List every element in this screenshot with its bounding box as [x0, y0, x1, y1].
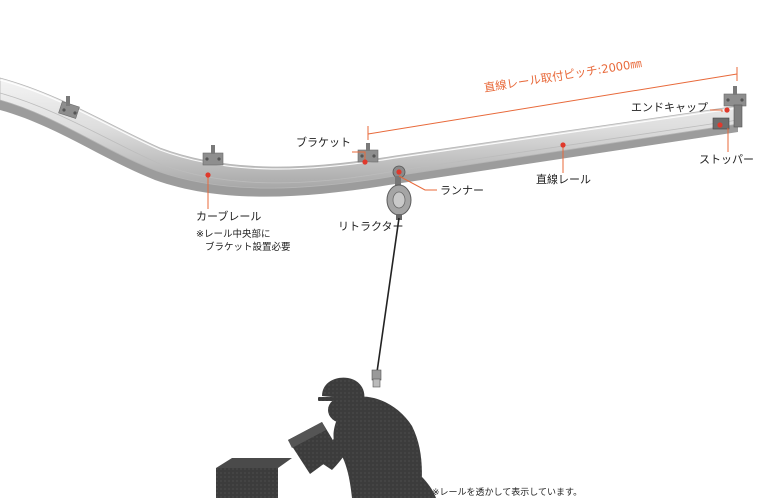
footnote: ※レールを透かして表示しています。: [432, 488, 583, 498]
rail: [0, 77, 739, 197]
bracket-3: [357, 143, 379, 163]
runner-label: ランナー: [440, 184, 484, 197]
bracket-1: [58, 96, 80, 119]
leader-lines: [207, 67, 738, 209]
hook: [371, 369, 382, 388]
worker-silhouette: [318, 377, 436, 498]
stopper-label: ストッパー: [699, 153, 754, 166]
straight-rail-label: 直線レール: [536, 173, 591, 186]
end-cap-label: エンドキャップ: [631, 101, 708, 114]
end-cap: [733, 104, 743, 128]
curve-rail-label: カーブレール: [196, 210, 262, 223]
bracket-label: ブラケット: [296, 136, 351, 149]
bracket-2: [202, 145, 224, 166]
box-left: [216, 458, 292, 498]
curve-note-line-1: ※レール中央部に: [196, 229, 271, 240]
lanyard: [376, 217, 400, 373]
retractor-label: リトラクター: [338, 220, 404, 233]
marker-dots: [205, 107, 730, 178]
bracket-4: [723, 86, 747, 107]
curve-note-line-2: ブラケット設置必要: [205, 242, 291, 253]
retractor: [386, 176, 412, 220]
